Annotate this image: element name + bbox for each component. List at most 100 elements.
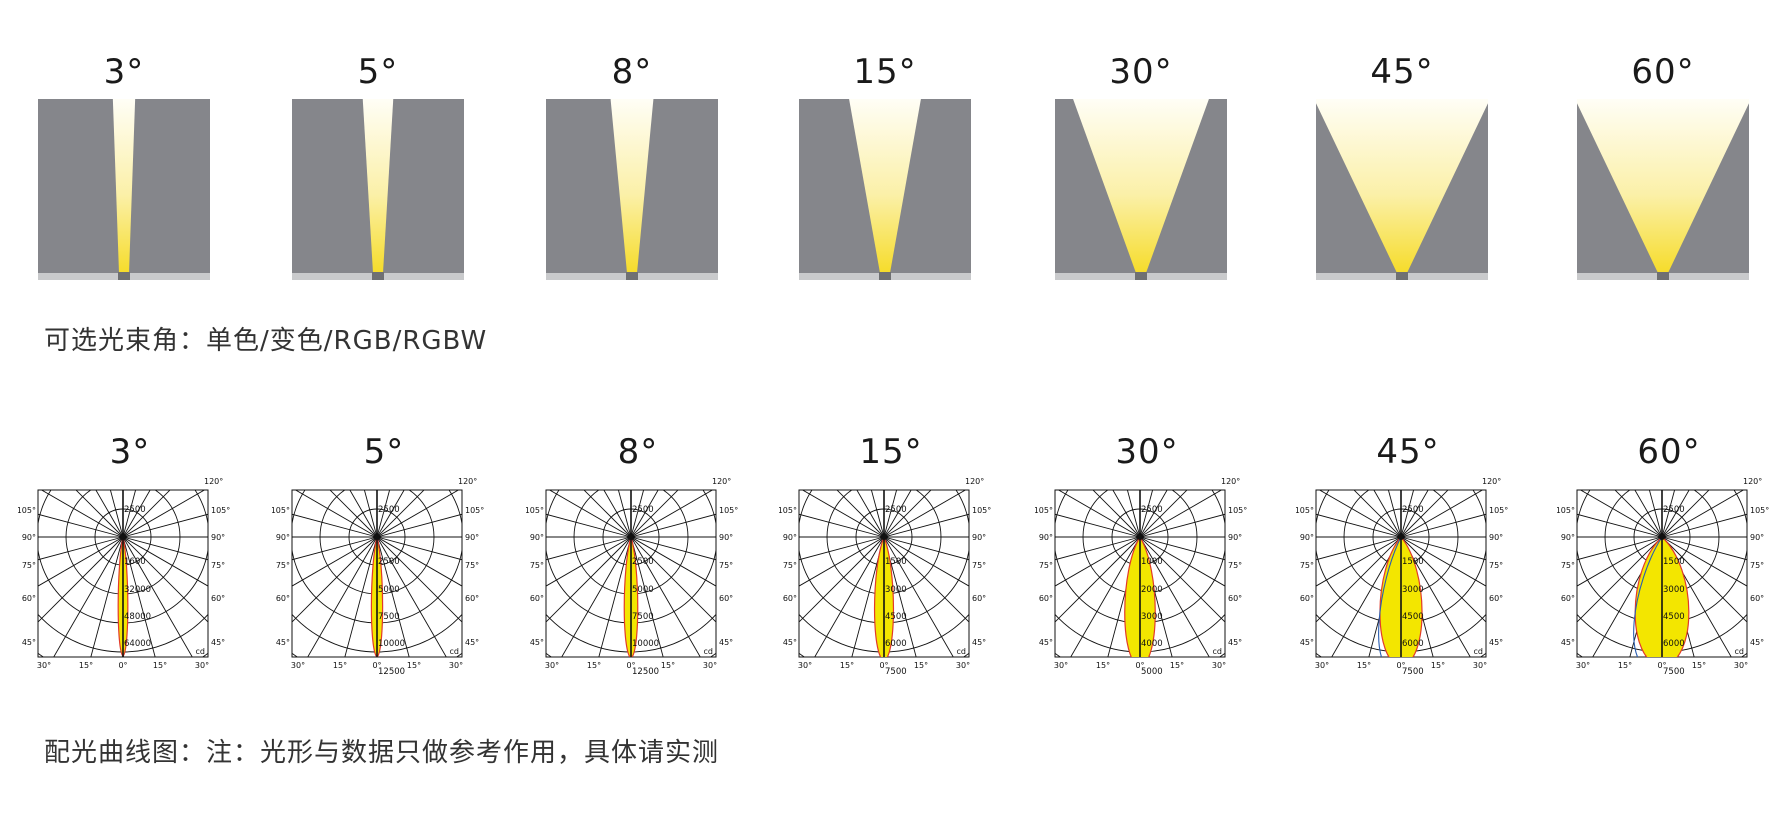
angle-tick-bottom: 30° <box>37 661 51 670</box>
ring-label: 7500 <box>1402 667 1424 677</box>
polar-angle-label: 45° <box>1376 432 1440 472</box>
angle-tick-bottom: 15° <box>587 661 601 670</box>
angle-tick-left: 90° <box>22 533 36 542</box>
ring-label: 1500 <box>1663 557 1685 567</box>
angle-tick-top: 120° <box>204 477 223 486</box>
beam-panel-svg <box>546 99 718 280</box>
angle-tick-left: 45° <box>22 638 36 647</box>
angle-tick-right: 75° <box>1750 561 1764 570</box>
ring-label: 1600 <box>124 557 146 567</box>
angle-tick-right: 45° <box>211 638 225 647</box>
polar-angle-label: 8° <box>617 432 659 472</box>
angle-tick-bottom: 30° <box>703 661 717 670</box>
angle-tick-right: 60° <box>972 594 986 603</box>
unit-label: cd <box>957 647 966 656</box>
ring-label: 2500 <box>1141 505 1163 515</box>
beam-angle-illustration <box>1314 99 1490 287</box>
angle-tick-top: 120° <box>712 477 731 486</box>
beam-angle-label: 45° <box>1370 52 1434 92</box>
angle-tick-bottom: 30° <box>798 661 812 670</box>
beam-panel-svg <box>1575 99 1751 280</box>
beam-angle-label: 60° <box>1631 52 1695 92</box>
angle-tick-right: 105° <box>1489 506 1508 515</box>
angle-tick-left: 75° <box>276 561 290 570</box>
unit-label: cd <box>196 647 205 656</box>
angle-tick-bottom: 30° <box>1734 661 1748 670</box>
angle-tick-left: 105° <box>1557 506 1575 515</box>
light-fixture <box>1657 272 1669 280</box>
angle-tick-bottom: 15° <box>1096 661 1110 670</box>
angle-tick-left: 60° <box>1039 594 1053 603</box>
beam-angle-illustration <box>1575 99 1751 287</box>
angle-tick-right: 45° <box>1489 638 1503 647</box>
light-fixture <box>118 272 130 280</box>
angle-tick-bottom: 0° <box>626 661 635 670</box>
ring-label: 5000 <box>378 585 400 595</box>
angle-tick-bottom: 15° <box>79 661 93 670</box>
angle-tick-bottom: 30° <box>1054 661 1068 670</box>
angle-tick-bottom: 0° <box>879 661 888 670</box>
angle-tick-bottom: 15° <box>661 661 675 670</box>
angle-tick-bottom: 30° <box>956 661 970 670</box>
ring-label: 5000 <box>632 585 654 595</box>
beam-angle-illustration <box>1055 99 1227 287</box>
angle-tick-left: 60° <box>1561 594 1575 603</box>
beam-panel-svg <box>38 99 210 280</box>
light-fixture <box>1135 272 1147 280</box>
angle-tick-top: 120° <box>458 477 477 486</box>
angle-tick-right: 45° <box>719 638 733 647</box>
beam-panel-svg <box>1055 99 1227 280</box>
angle-tick-left: 105° <box>18 506 36 515</box>
angle-tick-left: 75° <box>783 561 797 570</box>
angle-tick-left: 90° <box>530 533 544 542</box>
beam-panel-svg <box>1314 99 1490 280</box>
distribution-curve <box>1633 534 1690 657</box>
ring-label: 10000 <box>378 639 405 649</box>
light-beam <box>1314 99 1490 273</box>
ring-label: 32000 <box>124 585 151 595</box>
ring-label: 7500 <box>378 612 400 622</box>
ring-label: 4000 <box>1141 639 1163 649</box>
ring-label: 5000 <box>1141 667 1163 677</box>
angle-tick-right: 90° <box>1489 533 1503 542</box>
angle-tick-bottom: 0° <box>1657 661 1666 670</box>
ring-label: 4500 <box>885 612 907 622</box>
angle-tick-left: 105° <box>272 506 290 515</box>
distribution-curve <box>1124 534 1156 657</box>
angle-tick-left: 90° <box>783 533 797 542</box>
angle-tick-left: 60° <box>1300 594 1314 603</box>
ring-label: 7500 <box>632 612 654 622</box>
polar-svg: 25001600320004800064000105°90°75°60°45°1… <box>17 477 231 670</box>
angle-tick-right: 45° <box>1228 638 1242 647</box>
angle-tick-bottom: 0° <box>118 661 127 670</box>
ring-label: 2500 <box>632 505 654 515</box>
angle-tick-bottom: 30° <box>195 661 209 670</box>
ring-label: 2500 <box>632 557 654 567</box>
light-fixture <box>1396 272 1408 280</box>
ring-label: 7500 <box>1663 667 1685 677</box>
distribution-curve <box>117 534 129 657</box>
angle-tick-right: 105° <box>972 506 991 515</box>
angle-tick-left: 105° <box>1035 506 1053 515</box>
angle-tick-right: 60° <box>719 594 733 603</box>
angle-tick-left: 75° <box>530 561 544 570</box>
angle-tick-right: 90° <box>719 533 733 542</box>
ring-label: 7500 <box>885 667 907 677</box>
ring-label: 2500 <box>1402 505 1424 515</box>
angle-tick-bottom: 15° <box>1692 661 1706 670</box>
angle-tick-left: 60° <box>22 594 36 603</box>
angle-tick-left: 45° <box>276 638 290 647</box>
angle-tick-right: 90° <box>465 533 479 542</box>
distribution-curve <box>370 534 384 657</box>
angle-tick-left: 105° <box>779 506 797 515</box>
angle-tick-left: 75° <box>22 561 36 570</box>
angle-tick-right: 105° <box>211 506 230 515</box>
polar-svg: 250015003000450060007500105°90°75°60°45°… <box>1556 477 1770 677</box>
light-beam <box>362 99 394 273</box>
angle-tick-bottom: 0° <box>1135 661 1144 670</box>
